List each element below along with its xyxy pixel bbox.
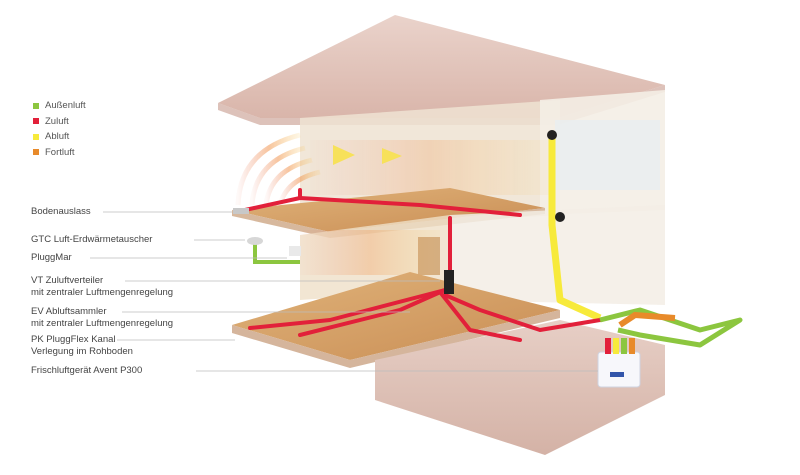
legend-swatch (33, 149, 39, 156)
callout-pluggmar: PluggMar (31, 252, 72, 264)
abluft-valve-mid (555, 212, 565, 222)
legend-item-fortluft: Fortluft (33, 145, 86, 161)
legend-item-aussenluft: Außenluft (33, 98, 86, 114)
gtc-device (247, 237, 263, 245)
pluggmar-box (289, 246, 301, 256)
legend-swatch (33, 102, 39, 109)
callout-line: VT Zuluftverteiler (31, 275, 104, 286)
callout-line: EV Abluftsammler (31, 306, 107, 317)
legend-label: Abluft (45, 131, 70, 143)
flow-arrow-1 (333, 145, 355, 165)
callout-line: mit zentraler Luftmengenregelung (31, 317, 174, 329)
legend-swatch (33, 133, 39, 140)
legend-label: Zuluft (45, 115, 69, 127)
callout-gtc: GTC Luft-Erdwärmetauscher (31, 234, 152, 246)
flow-arrow-2 (382, 148, 402, 164)
callout-bodenauslass: Bodenauslass (31, 206, 91, 218)
roof (218, 15, 665, 118)
upper-floor (232, 188, 545, 232)
callout-line: Frischluftgerät Avent P300 (31, 365, 143, 376)
bathroom-wall (555, 120, 660, 190)
legend: Außenluft Zuluft Abluft Fortluft (33, 98, 86, 160)
abluft-valve-top (547, 130, 557, 140)
roof-edge (218, 85, 665, 125)
zuluft-ducts (243, 188, 602, 342)
callout-vt-zuluftverteiler: VT Zuluftverteiler mit zentraler Luftmen… (31, 275, 173, 298)
verteiler-box (444, 270, 454, 294)
bodenauslass-grille (233, 208, 249, 214)
callout-line: Verlegung im Rohboden (31, 345, 133, 357)
abluft-duct (548, 135, 602, 322)
legend-item-abluft: Abluft (33, 129, 86, 145)
foundation (375, 320, 665, 455)
callout-frischluftgeraet: Frischluftgerät Avent P300 (31, 365, 142, 377)
callout-line: PK PluggFlex Kanal (31, 334, 116, 345)
heat-waves-upper (235, 132, 550, 206)
callout-line: PluggMar (31, 252, 72, 263)
lower-floor-edge (232, 310, 560, 368)
aussenluft-duct-right (599, 307, 743, 348)
lower-floor (232, 272, 560, 360)
aussenluft-duct-left (253, 244, 300, 264)
legend-label: Fortluft (45, 146, 75, 158)
frischluftgeraet-unit (597, 351, 641, 388)
legend-swatch (33, 118, 39, 125)
leader-lines (90, 211, 598, 372)
legend-item-zuluft: Zuluft (33, 114, 86, 130)
callout-line: GTC Luft-Erdwärmetauscher (31, 234, 153, 245)
callout-line: Bodenauslass (31, 206, 91, 217)
fortluft-duct (618, 311, 676, 328)
callout-ev-abluftsammler: EV Abluftsammler mit zentraler Luftmenge… (31, 306, 173, 329)
callout-pk-pluggflex: PK PluggFlex Kanal Verlegung im Rohboden (31, 334, 133, 357)
callout-line: mit zentraler Luftmengenregelung (31, 286, 174, 298)
legend-label: Außenluft (45, 100, 86, 112)
heat-waves-lower (300, 230, 440, 275)
